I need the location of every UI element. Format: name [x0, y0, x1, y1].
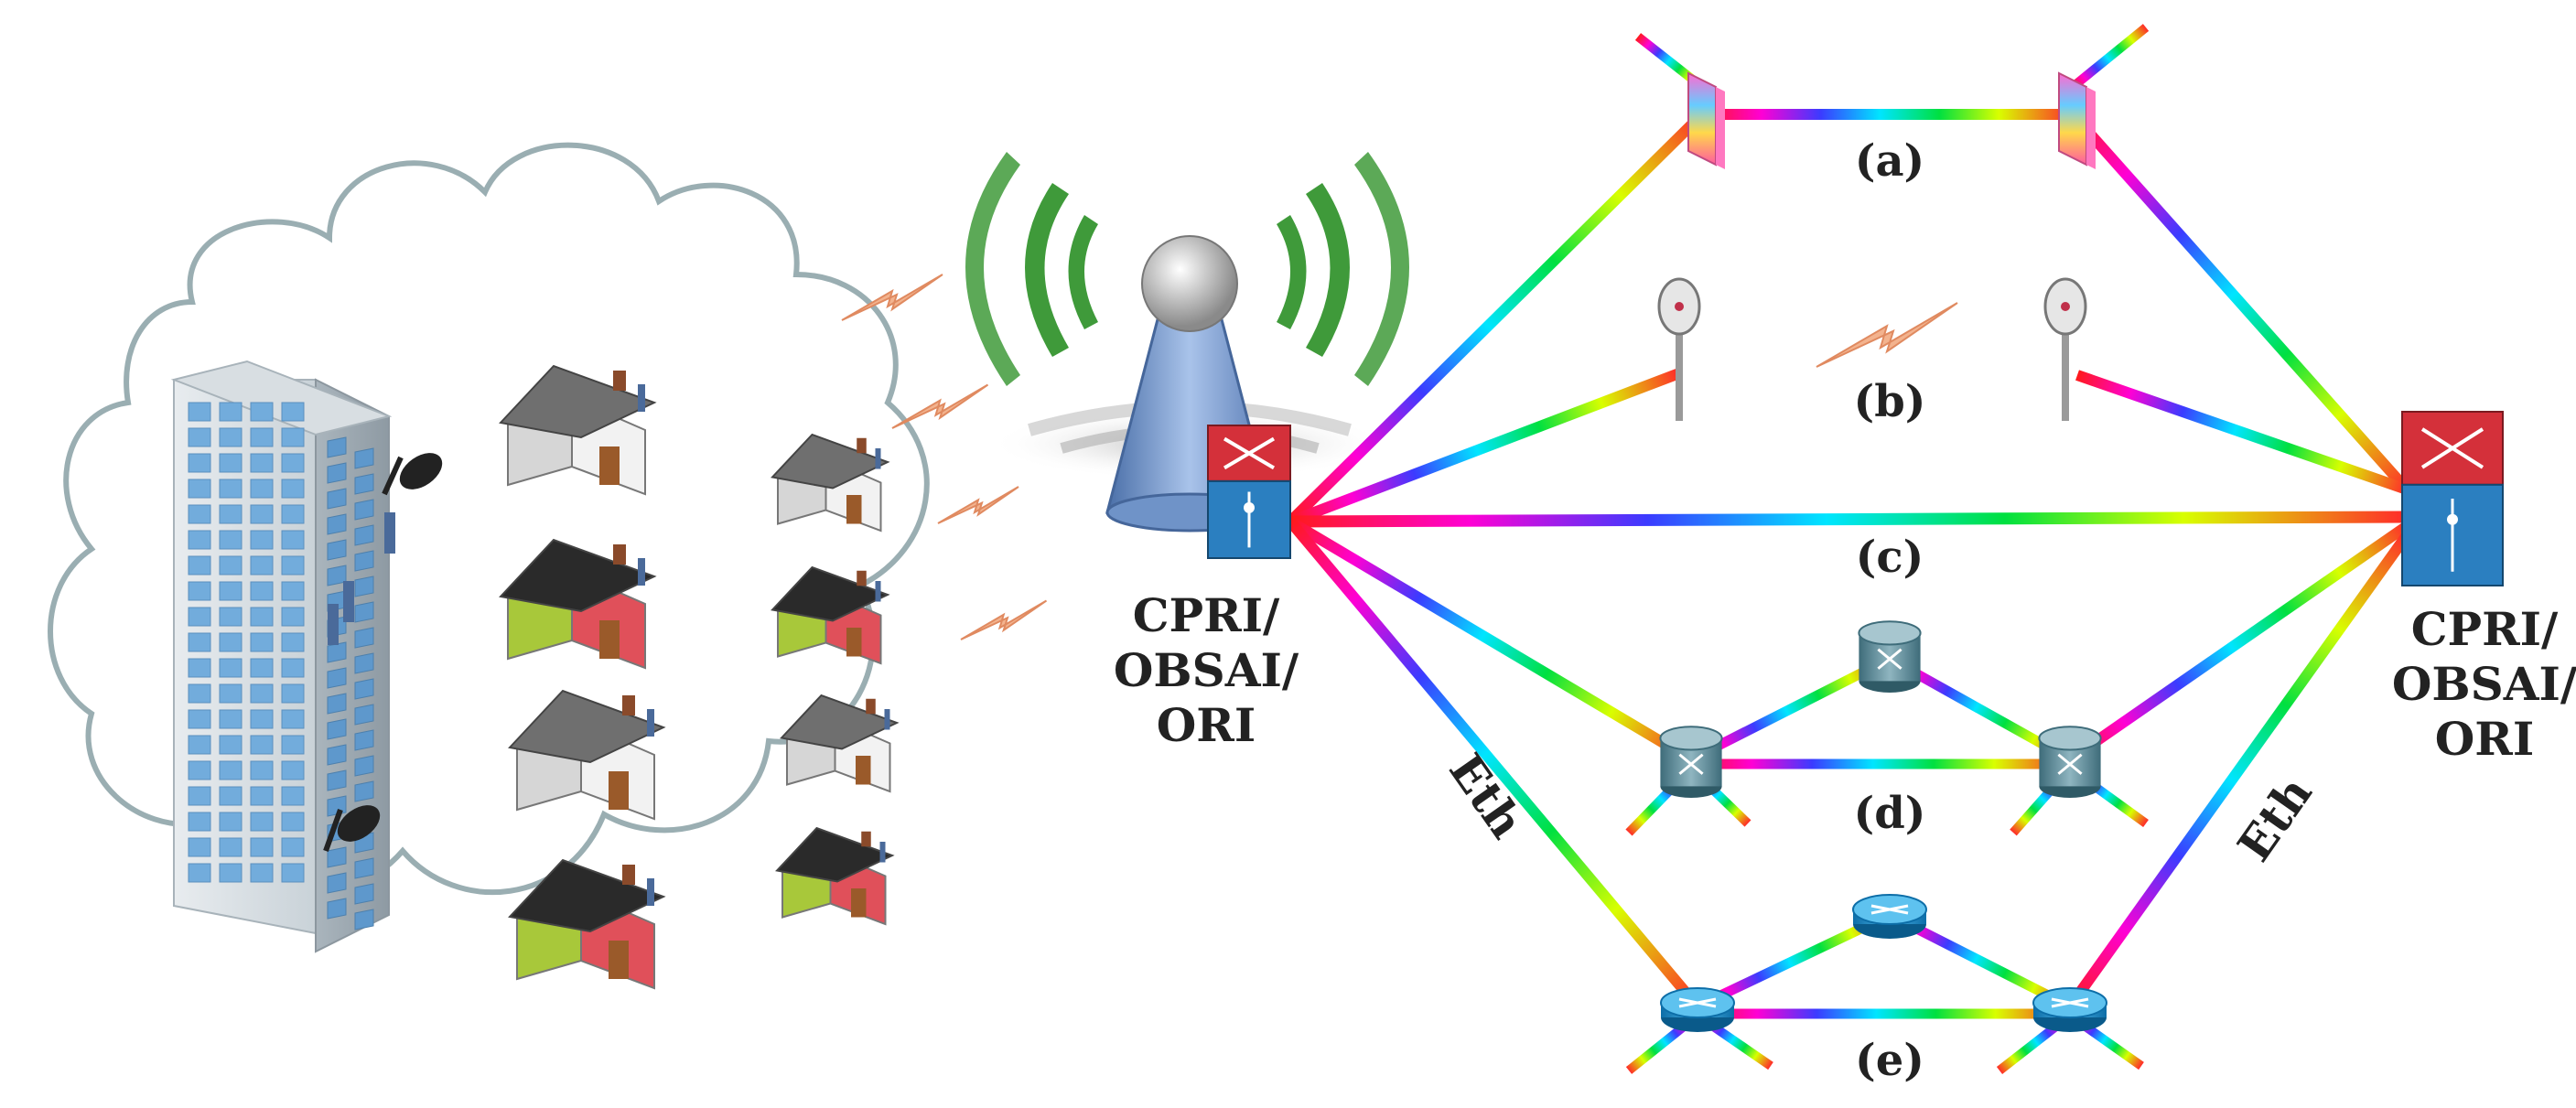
house-icon — [508, 689, 666, 821]
fiber-link — [2066, 522, 2410, 764]
cpri-right-line1: CPRI/ — [2411, 602, 2559, 656]
wireless-link-icon — [891, 383, 989, 429]
label-b: (b) — [1854, 376, 1926, 427]
house-icon — [508, 858, 666, 990]
cpri-right-line3: ORI — [2435, 712, 2535, 766]
eth-left-label: Eth — [1439, 744, 1534, 848]
fiber-link — [1702, 109, 2073, 120]
cpri-left-line3: ORI — [1157, 698, 1256, 752]
wireless-link-icon — [937, 486, 1019, 524]
microwave-dish-icon — [2043, 277, 2087, 421]
house-icon — [771, 565, 890, 665]
fiber-link — [1286, 110, 1707, 526]
network-switch-icon — [1858, 620, 1922, 694]
fiber-link — [2075, 370, 2409, 495]
router-icon — [1660, 987, 1735, 1032]
fiber-link — [1887, 910, 2073, 1011]
fiber-link — [1688, 654, 1892, 764]
fiber-link — [1691, 758, 2070, 769]
house-icon — [499, 364, 657, 496]
network-switch-icon — [2401, 411, 2504, 586]
house-icon — [780, 694, 900, 793]
fiber-link — [1288, 368, 1682, 527]
optical-mirror-icon — [1687, 71, 1725, 169]
optical-mirror-icon — [2058, 71, 2096, 169]
fiber-link — [2069, 24, 2150, 91]
fiber-link — [1698, 1008, 2070, 1019]
label-e: (e) — [1855, 1035, 1924, 1086]
fiber-link — [1695, 910, 1892, 1011]
fiber-link — [1289, 511, 2408, 528]
wireless-link-icon — [841, 274, 943, 321]
label-a: (a) — [1855, 135, 1925, 187]
fiber-link — [1287, 516, 1695, 765]
signal-waves — [965, 152, 1409, 386]
cpri-right-line2: OBSAI/ — [2392, 657, 2576, 711]
house-icon — [775, 826, 895, 926]
satellite-dish-icon — [323, 805, 381, 853]
fiber-link — [2065, 532, 2411, 1010]
network-switch-icon — [1659, 726, 1723, 799]
fiber-link — [1887, 654, 2073, 764]
wireless-link-icon — [1816, 302, 1958, 368]
label-c: (c) — [1856, 532, 1924, 583]
network-switch-icon — [2038, 726, 2102, 799]
office-building-icon — [170, 360, 443, 953]
microwave-dish-icon — [1657, 277, 1701, 421]
fiber-link — [1286, 518, 1702, 1010]
label-d: (d) — [1854, 788, 1926, 839]
fiber-link — [2068, 111, 2411, 493]
eth-right-label: Eth — [2227, 767, 2323, 871]
house-icon — [499, 538, 657, 670]
satellite-dish-icon — [382, 453, 443, 496]
cpri-left-line2: OBSAI/ — [1114, 643, 1299, 697]
cpri-left-line1: CPRI/ — [1133, 588, 1280, 642]
wireless-link-icon — [960, 599, 1048, 640]
network-switch-icon — [1207, 425, 1291, 560]
house-icon — [771, 433, 890, 532]
router-icon — [2032, 987, 2107, 1032]
router-icon — [1852, 894, 1927, 939]
